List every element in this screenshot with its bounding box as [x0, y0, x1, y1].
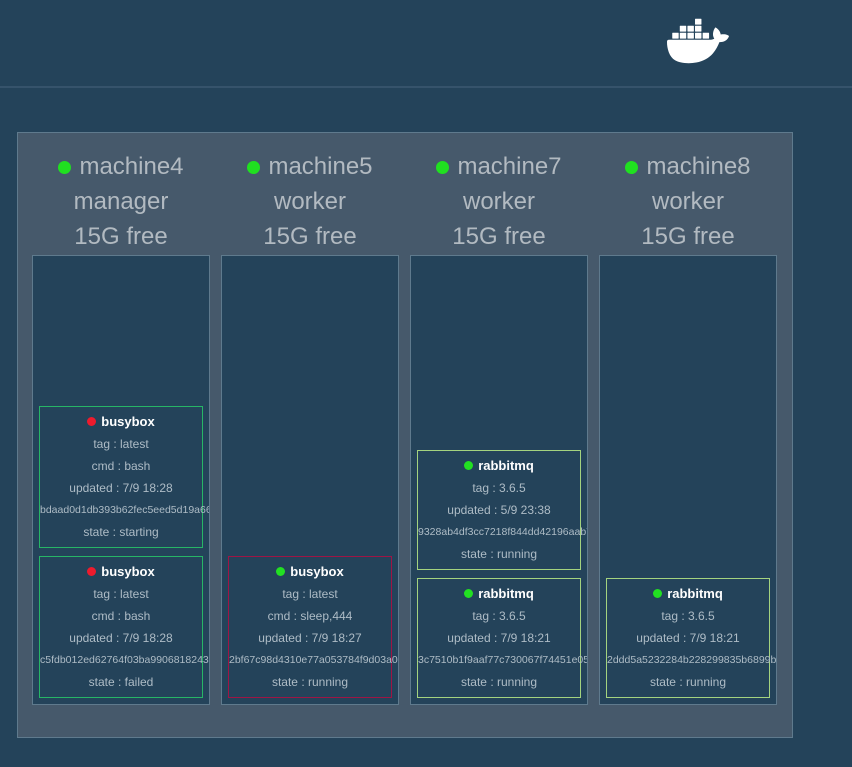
node-free-space: 15G free: [74, 223, 168, 250]
container-card-busybox: busybox tag : latest cmd : bash updated …: [39, 556, 210, 698]
node-container-area: busybox tag : latest cmd : sleep,444 upd…: [221, 255, 399, 705]
container-card-busybox: busybox tag : latest cmd : sleep,444 upd…: [228, 556, 399, 698]
node-name-line: machine8: [599, 149, 777, 184]
container-id: 2bf67c98d4310e77a053784f9d03a04: [229, 654, 399, 666]
container-tag: tag : 3.6.5: [472, 481, 526, 495]
node-free-space: 15G free: [263, 223, 357, 250]
node-machine5: machine5 worker 15G free busybox tag : l…: [221, 147, 399, 723]
node-free-space: 15G free: [641, 223, 735, 250]
container-name: rabbitmq: [478, 586, 534, 601]
node-role: worker: [462, 188, 535, 215]
container-name: busybox: [101, 414, 155, 429]
node-free-space: 15G free: [452, 223, 546, 250]
node-header: machine5 worker 15G free: [221, 149, 399, 255]
container-id: 3c7510b1f9aaf77c730067f74451e05: [418, 654, 588, 666]
container-cmd: cmd : bash: [91, 459, 151, 473]
container-tag: tag : 3.6.5: [472, 609, 526, 623]
node-status-dot: [58, 161, 72, 174]
container-id: 2ddd5a5232284b228299835b6899ba: [607, 654, 777, 666]
container-updated: updated : 7/9 18:21: [636, 631, 740, 645]
container-card-rabbitmq: rabbitmq tag : 3.6.5 updated : 7/9 18:21…: [606, 578, 777, 698]
container-name: busybox: [101, 564, 155, 579]
container-title: busybox: [40, 561, 202, 583]
node-name: machine5: [268, 153, 373, 180]
container-card-rabbitmq: rabbitmq tag : 3.6.5 updated : 5/9 23:38…: [417, 450, 588, 570]
container-state: state : running: [271, 675, 349, 689]
node-name-line: machine4: [32, 149, 210, 184]
node-status-dot: [247, 161, 261, 174]
container-updated: updated : 7/9 18:21: [447, 631, 551, 645]
container-tag: tag : latest: [93, 437, 149, 451]
container-updated: updated : 5/9 23:38: [447, 503, 551, 517]
node-role: worker: [273, 188, 346, 215]
container-status-dot: [464, 589, 474, 598]
container-cmd: cmd : sleep,444: [267, 609, 353, 623]
container-updated: updated : 7/9 18:28: [69, 631, 173, 645]
container-status-dot: [87, 567, 97, 576]
node-machine7: machine7 worker 15G free rabbitmq tag : …: [410, 147, 588, 723]
container-name: busybox: [290, 564, 344, 579]
node-name: machine4: [79, 153, 184, 180]
node-container-area: busybox tag : latest cmd : bash updated …: [32, 255, 210, 705]
node-name-line: machine7: [410, 149, 588, 184]
node-machine8: machine8 worker 15G free rabbitmq tag : …: [599, 147, 777, 723]
app-header: [0, 0, 852, 88]
container-title: rabbitmq: [418, 583, 580, 605]
node-status-dot: [625, 161, 639, 174]
container-status-dot: [464, 461, 474, 470]
node-role: worker: [651, 188, 724, 215]
container-title: rabbitmq: [418, 455, 580, 477]
container-title: busybox: [229, 561, 391, 583]
container-id: c5fdb012ed62764f03ba99068182430: [40, 654, 210, 666]
container-card-rabbitmq: rabbitmq tag : 3.6.5 updated : 7/9 18:21…: [417, 578, 588, 698]
container-state: state : running: [649, 675, 727, 689]
container-tag: tag : 3.6.5: [661, 609, 715, 623]
container-tag: tag : latest: [282, 587, 338, 601]
node-container-area: rabbitmq tag : 3.6.5 updated : 5/9 23:38…: [410, 255, 588, 705]
container-id: 9328ab4df3cc7218f844dd42196aab7: [418, 526, 588, 538]
container-name: rabbitmq: [478, 458, 534, 473]
container-updated: updated : 7/9 18:28: [69, 481, 173, 495]
swarm-panel: machine4 manager 15G free busybox tag : …: [17, 132, 793, 738]
node-container-area: rabbitmq tag : 3.6.5 updated : 7/9 18:21…: [599, 255, 777, 705]
container-title: rabbitmq: [607, 583, 769, 605]
container-id: bdaad0d1db393b62fec5eed5d19a66: [40, 504, 210, 516]
container-name: rabbitmq: [667, 586, 723, 601]
container-title: busybox: [40, 411, 202, 433]
container-tag: tag : latest: [93, 587, 149, 601]
container-cmd: cmd : bash: [91, 609, 151, 623]
container-status-dot: [653, 589, 663, 598]
node-name: machine8: [646, 153, 751, 180]
container-state: state : starting: [83, 525, 159, 539]
container-state: state : failed: [88, 675, 154, 689]
node-status-dot: [436, 161, 450, 174]
node-header: machine7 worker 15G free: [410, 149, 588, 255]
container-card-busybox: busybox tag : latest cmd : bash updated …: [39, 406, 210, 548]
node-role: manager: [73, 188, 169, 215]
node-name-line: machine5: [221, 149, 399, 184]
node-header: machine8 worker 15G free: [599, 149, 777, 255]
container-status-dot: [87, 417, 97, 426]
node-name: machine7: [457, 153, 562, 180]
container-updated: updated : 7/9 18:27: [258, 631, 362, 645]
container-state: state : running: [460, 547, 538, 561]
container-state: state : running: [460, 675, 538, 689]
container-status-dot: [276, 567, 286, 576]
docker-whale-icon: [666, 18, 729, 64]
node-machine4: machine4 manager 15G free busybox tag : …: [32, 147, 210, 723]
node-header: machine4 manager 15G free: [32, 149, 210, 255]
